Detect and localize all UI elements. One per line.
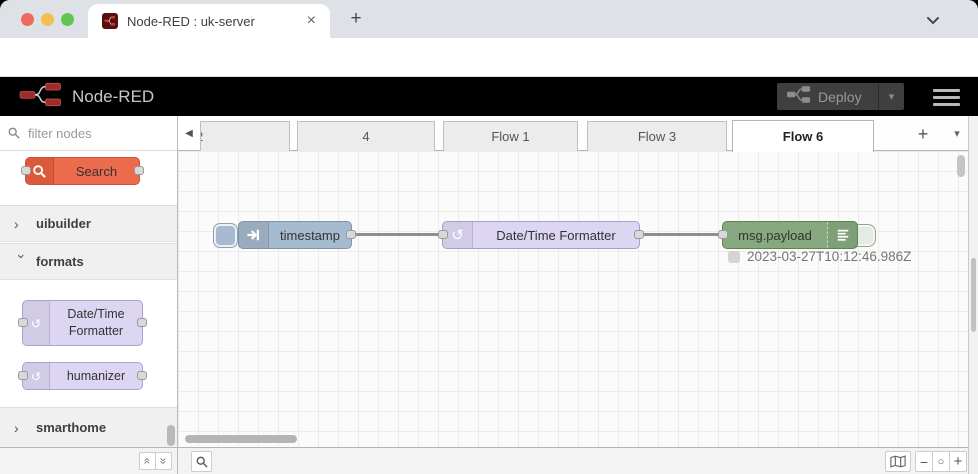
deploy-icon xyxy=(787,85,811,108)
footer-bar: « » − ○ + xyxy=(0,447,968,474)
flow-tab-partial[interactable]: 2 xyxy=(200,121,290,151)
palette-footer: « » xyxy=(0,448,178,474)
flow-tab-label: 4 xyxy=(362,129,370,144)
palette-collapse-all-button[interactable]: » xyxy=(155,452,172,470)
node-port[interactable] xyxy=(134,166,144,175)
node-palette: Search › uibuilder › formats ↺ Date/Time… xyxy=(0,116,178,447)
deploy-options-caret-icon[interactable]: ▾ xyxy=(878,83,904,110)
navigator-button[interactable] xyxy=(885,451,911,472)
zoom-reset-button[interactable]: ○ xyxy=(932,451,950,472)
palette-node-humanizer[interactable]: ↺ humanizer xyxy=(18,362,147,390)
palette-node-label: humanizer xyxy=(66,369,126,383)
wire-inject-to-moment[interactable] xyxy=(350,233,446,236)
node-port[interactable] xyxy=(18,318,28,327)
flow-list-caret-icon[interactable]: ▾ xyxy=(954,128,960,140)
inject-trigger-button[interactable] xyxy=(213,223,238,248)
canvas-vertical-scrollbar[interactable] xyxy=(957,155,965,177)
node-output-port[interactable] xyxy=(346,230,356,239)
app-title: Node-RED xyxy=(72,86,155,106)
palette-filter[interactable] xyxy=(0,116,177,151)
category-label: smarthome xyxy=(36,420,107,435)
maximize-window-button[interactable] xyxy=(61,13,74,26)
filter-search-icon xyxy=(8,127,20,139)
palette-node-search[interactable]: Search xyxy=(21,157,144,185)
new-tab-button[interactable]: + xyxy=(350,8,362,29)
flow-canvas[interactable]: timestamp ↺ Date/Time Formatter msg.payl… xyxy=(178,151,968,447)
navigator-map-icon xyxy=(890,455,906,468)
browser-tabstrip: Node-RED : uk-server × + xyxy=(0,0,978,38)
close-window-button[interactable] xyxy=(21,13,34,26)
deploy-button[interactable]: Deploy ▾ xyxy=(777,83,904,110)
flow-node-inject-timestamp[interactable]: timestamp xyxy=(238,221,356,249)
browser-tab-title: Node-RED : uk-server xyxy=(127,13,255,29)
debug-status-dot xyxy=(728,251,740,263)
inject-arrow-icon xyxy=(239,222,269,248)
palette-category-formats[interactable]: › formats xyxy=(0,243,177,280)
node-input-port[interactable] xyxy=(718,230,728,239)
wire-moment-to-debug[interactable] xyxy=(636,233,726,236)
moment-timer-icon: ↺ xyxy=(443,222,473,248)
debug-list-icon xyxy=(827,222,857,248)
address-bar: ← → ⚠ Not Secure uk-server :2718/#flow/c… xyxy=(0,38,978,110)
palette-category-smarthome[interactable]: › smarthome xyxy=(0,407,177,447)
debug-status-text: 2023-03-27T10:12:46.986Z xyxy=(747,249,912,264)
chevron-right-icon: › xyxy=(14,419,19,436)
filter-nodes-input[interactable] xyxy=(26,124,156,142)
flow-tab-flow3[interactable]: Flow 3 xyxy=(587,121,727,151)
palette-node-label: Search xyxy=(75,163,118,179)
flow-tab-label: Flow 1 xyxy=(491,129,530,144)
node-red-favicon xyxy=(102,13,118,29)
zoom-out-button[interactable]: − xyxy=(915,451,933,472)
flow-node-datetime-formatter[interactable]: ↺ Date/Time Formatter xyxy=(438,221,644,249)
category-label: uibuilder xyxy=(36,216,91,231)
node-port[interactable] xyxy=(137,318,147,327)
chevron-right-icon: › xyxy=(14,215,19,232)
browser-tab[interactable]: Node-RED : uk-server × xyxy=(88,4,330,38)
node-port[interactable] xyxy=(137,371,147,380)
add-flow-button[interactable]: + xyxy=(917,124,929,144)
node-label: Date/Time Formatter xyxy=(496,227,616,243)
flow-node-debug-payload[interactable]: msg.payload xyxy=(718,221,858,249)
flow-tab-flow1[interactable]: Flow 1 xyxy=(443,121,578,151)
search-icon xyxy=(196,456,208,468)
main-menu-icon[interactable] xyxy=(933,89,960,110)
node-port[interactable] xyxy=(21,166,31,175)
flow-tab-4[interactable]: 4 xyxy=(297,121,435,151)
node-label: msg.payload xyxy=(738,227,812,243)
chevron-down-icon: › xyxy=(14,253,30,259)
palette-expand-all-button[interactable]: « xyxy=(139,452,156,470)
palette-scrollbar[interactable] xyxy=(167,425,175,446)
canvas-horizontal-scrollbar[interactable] xyxy=(185,435,297,443)
flow-tab-label: Flow 6 xyxy=(782,129,824,144)
collapse-all-icon: » xyxy=(156,457,171,465)
node-label: timestamp xyxy=(280,227,340,243)
window-scrollbar-gutter xyxy=(968,116,978,474)
tab-scroll-left-icon[interactable]: ◀ xyxy=(178,116,200,150)
flow-tab-label: 2 xyxy=(201,129,203,144)
deploy-label: Deploy xyxy=(818,88,862,105)
zoom-in-button[interactable]: + xyxy=(949,451,967,472)
flow-tab-flow6[interactable]: Flow 6 xyxy=(732,120,874,152)
minimize-window-button[interactable] xyxy=(41,13,54,26)
expand-all-icon: « xyxy=(140,457,155,465)
node-red-logo xyxy=(18,81,64,113)
window-scrollbar-thumb[interactable] xyxy=(971,258,976,332)
tab-search-chevron-icon[interactable] xyxy=(926,12,940,30)
canvas-search-button[interactable] xyxy=(191,451,212,472)
node-port[interactable] xyxy=(18,371,28,380)
palette-body: Search › uibuilder › formats ↺ Date/Time… xyxy=(0,151,177,447)
palette-category-uibuilder[interactable]: › uibuilder xyxy=(0,205,177,242)
flow-tab-label: Flow 3 xyxy=(637,129,677,144)
category-label: formats xyxy=(36,254,84,269)
flow-tab-bar: ◀ 2 4 Flow 1 Flow 3 Flow 6 + ▾ xyxy=(178,116,968,152)
node-output-port[interactable] xyxy=(634,230,644,239)
close-tab-icon[interactable]: × xyxy=(306,12,316,29)
node-input-port[interactable] xyxy=(438,230,448,239)
magnifier-icon xyxy=(26,158,54,184)
